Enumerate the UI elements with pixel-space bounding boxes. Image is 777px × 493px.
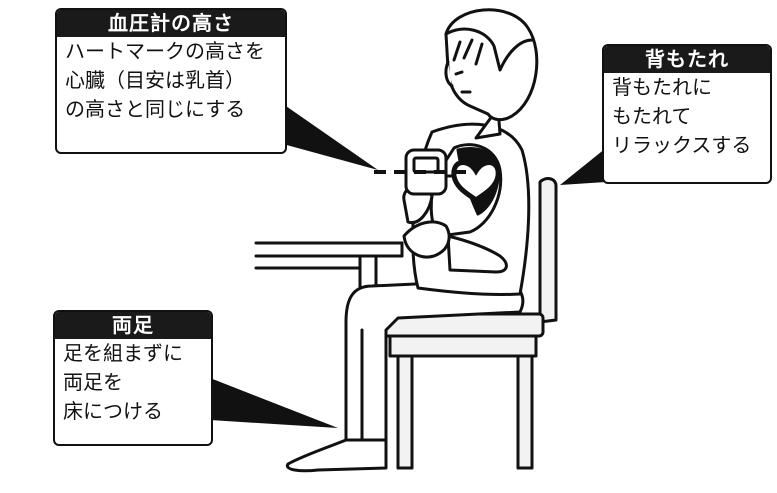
callout-backrest: 背もたれ 背もたれに もたれて リラックスする <box>602 44 772 184</box>
callout-backrest-title: 背もたれ <box>604 46 770 73</box>
pointer-feet <box>210 378 338 428</box>
callout-cuff-height-line-1: ハートマークの高さを <box>65 39 265 63</box>
callout-feet-title: 両足 <box>55 312 211 339</box>
person-head <box>444 8 539 140</box>
callout-cuff-height-line-2: 心臓（目安は乳首） <box>65 68 245 92</box>
callout-feet: 両足 足を組まずに 両足を 床につける <box>53 310 213 446</box>
callout-cuff-height: 血圧計の高さ ハートマークの高さを 心臓（目安は乳首） の高さと同じにする <box>55 8 287 154</box>
callout-backrest-line-3: リラックスする <box>612 133 752 157</box>
chair <box>381 177 558 470</box>
callout-cuff-height-line-3: の高さと同じにする <box>65 97 246 121</box>
callout-feet-line-1: 足を組まずに <box>63 341 183 365</box>
callout-backrest-line-1: 背もたれに <box>612 75 712 99</box>
pointer-cuff-height <box>283 104 378 170</box>
callout-cuff-height-title: 血圧計の高さ <box>57 10 285 37</box>
pointer-backrest <box>560 148 606 185</box>
callout-feet-line-2: 両足を <box>63 370 123 394</box>
callout-feet-line-3: 床につける <box>63 399 163 423</box>
callout-backrest-line-2: もたれて <box>612 104 692 128</box>
